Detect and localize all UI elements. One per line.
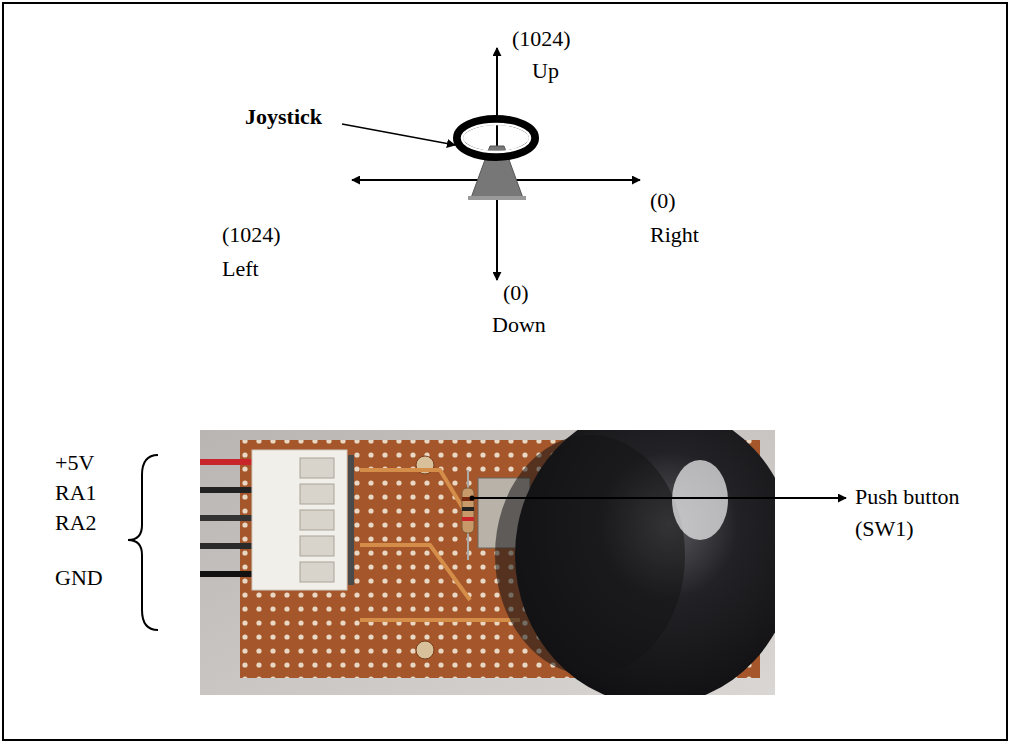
direction-label: Up [532,58,559,84]
leader-line [342,124,455,145]
part-name: Joystick [245,104,322,130]
joystick-symbol [352,48,640,280]
direction-label: Left [222,256,259,282]
direction-label: Right [650,222,699,248]
frame [3,3,1007,740]
pin-brace [128,455,158,630]
pin-name: RA1 [55,480,97,506]
pointer-arrow [472,497,846,499]
pin-name: RA2 [55,510,97,536]
part-name: (SW1) [855,516,914,542]
value-label: (1024) [222,222,281,248]
value-label: (0) [650,188,676,214]
value-label: (0) [503,280,529,306]
pin-name: GND [55,565,103,591]
pin-name: +5V [55,450,94,476]
value-label: (1024) [512,26,571,52]
direction-label: Down [492,312,546,338]
part-name: Push button [855,484,960,510]
board-photo [200,430,775,695]
